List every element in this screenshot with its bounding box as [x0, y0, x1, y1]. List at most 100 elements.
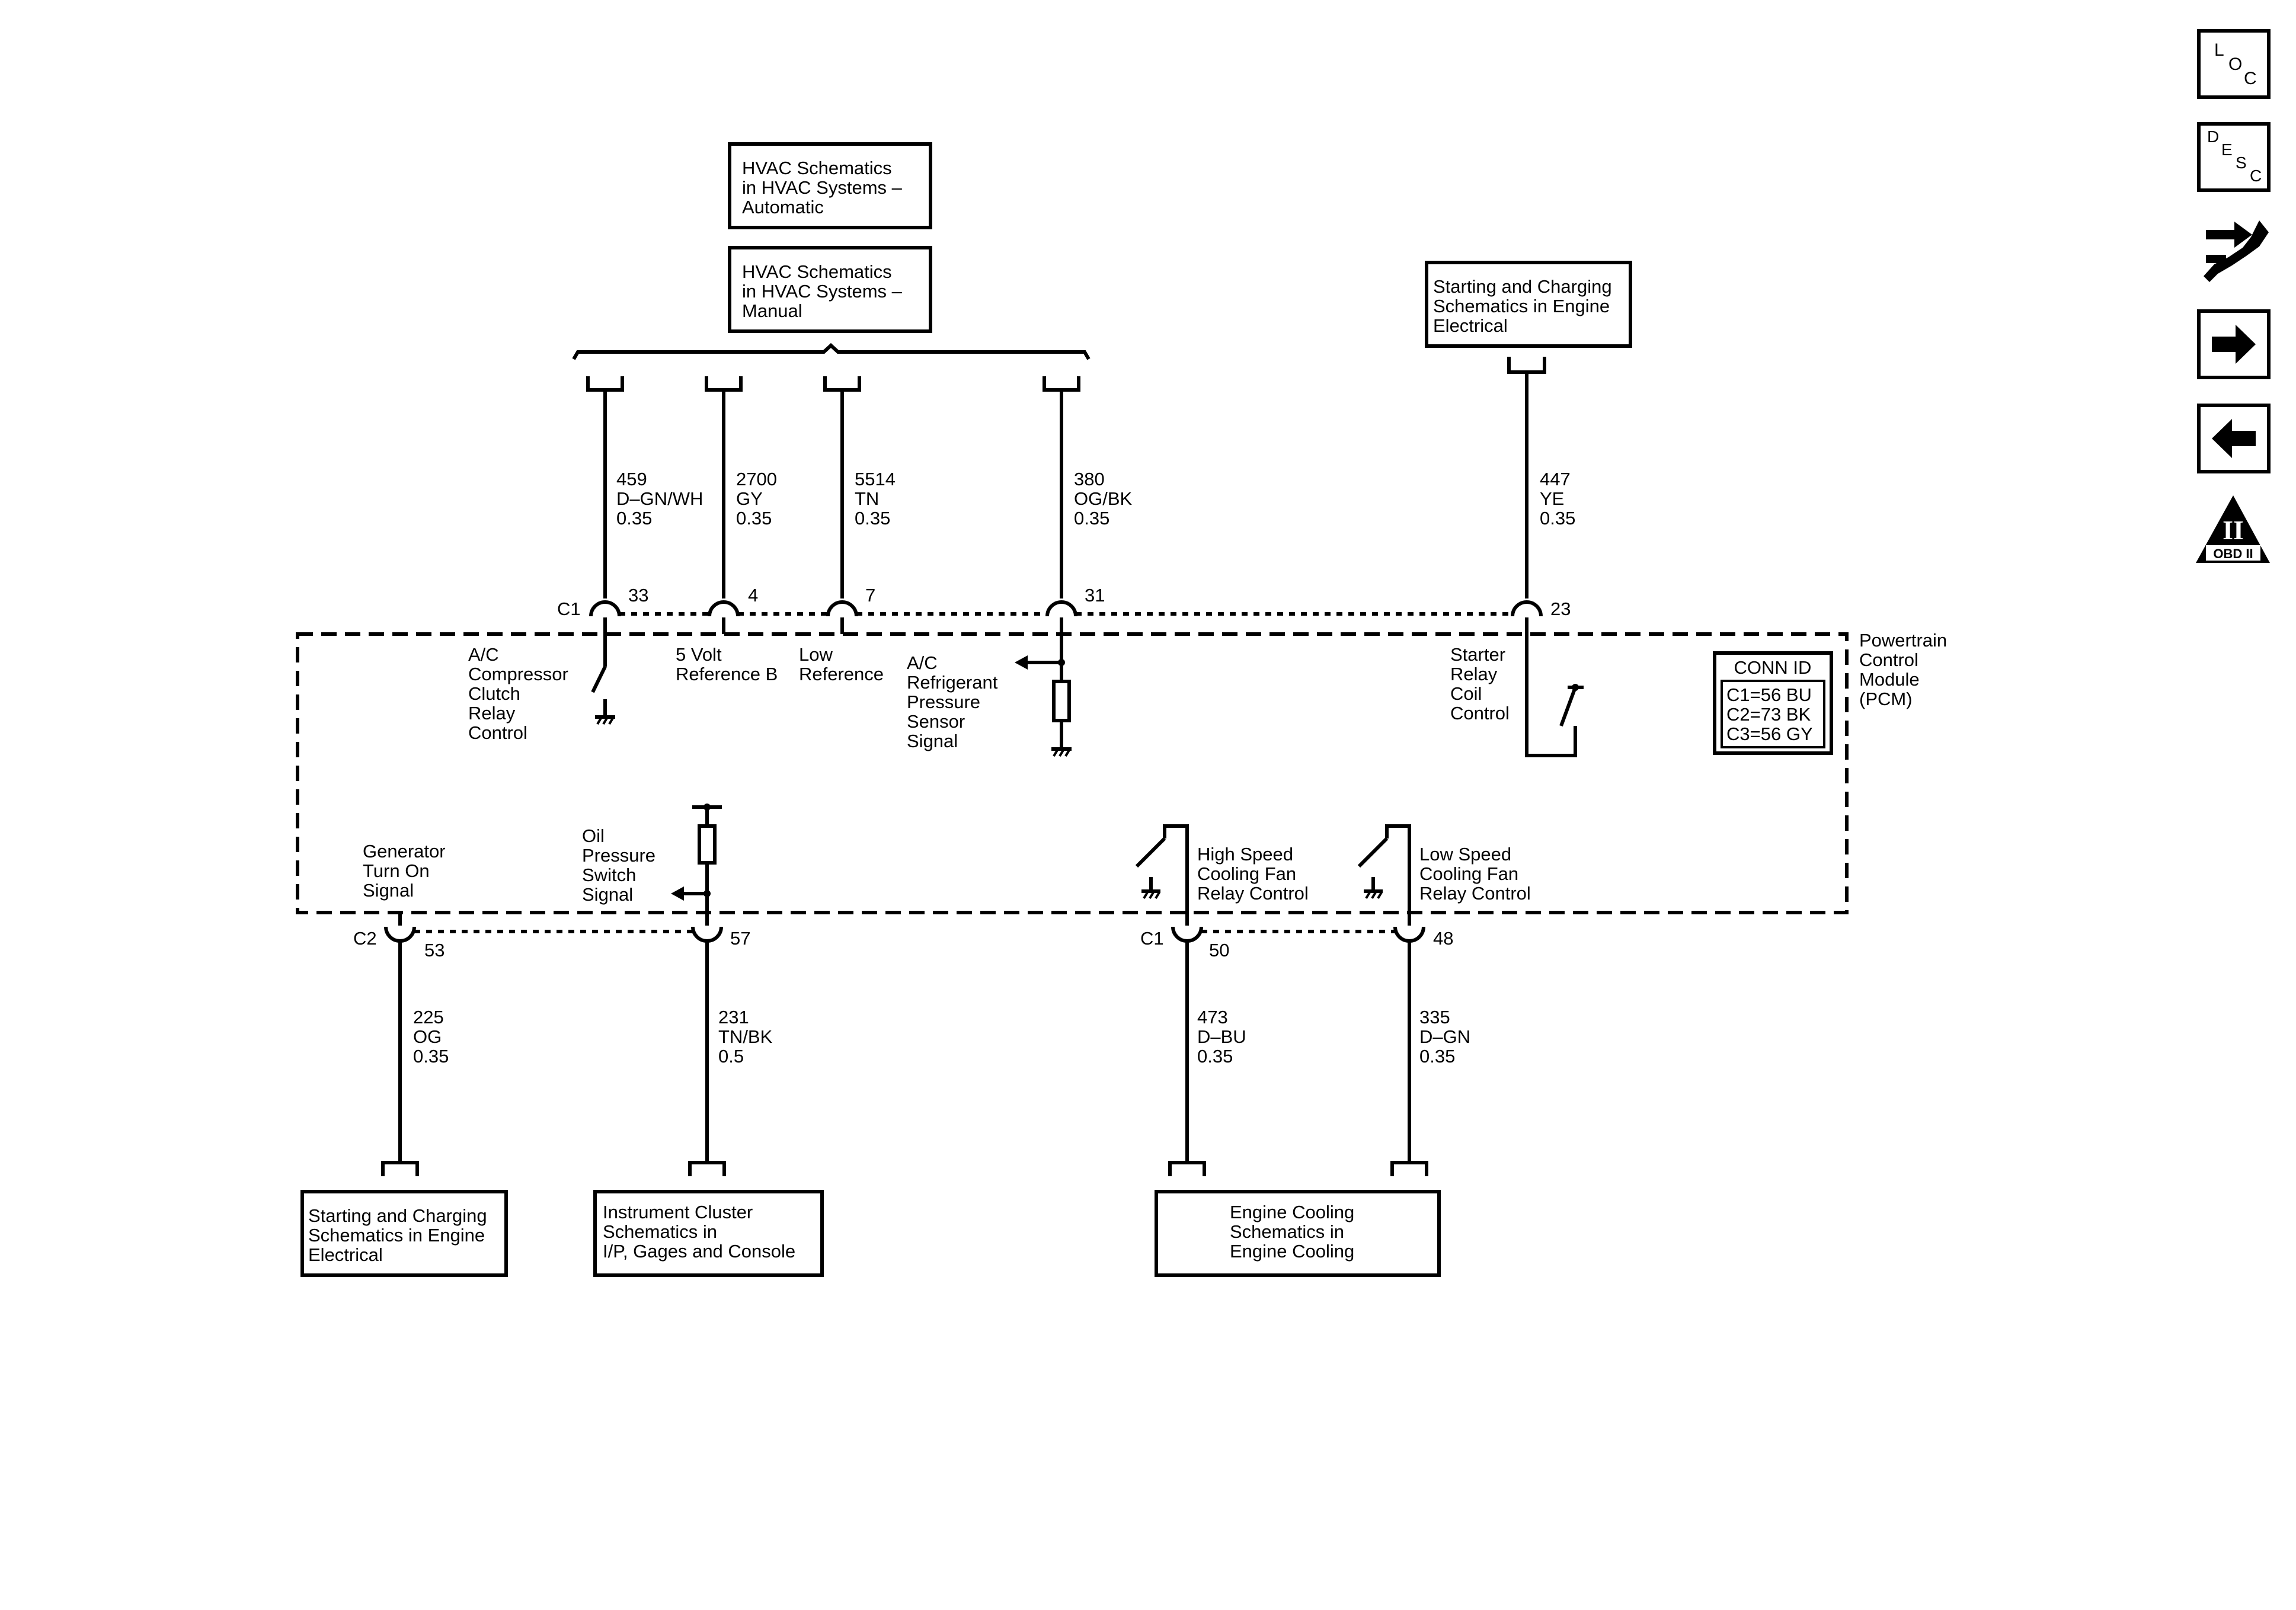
pcm-module-boundary: [296, 632, 1849, 914]
svg-text:Oil: Oil: [582, 825, 605, 846]
svg-text:Reference: Reference: [799, 664, 884, 684]
svg-text:Turn On: Turn On: [363, 860, 430, 881]
svg-text:0.35: 0.35: [1074, 508, 1109, 529]
next-page-button[interactable]: [2197, 309, 2271, 379]
svg-text:Cooling Fan: Cooling Fan: [1197, 863, 1296, 884]
obd-numeral: II: [2223, 515, 2244, 545]
svg-text:Relay Control: Relay Control: [1419, 883, 1531, 904]
five-volt-reference-label: 5 Volt Reference B: [676, 644, 778, 684]
svg-text:Signal: Signal: [907, 731, 958, 751]
engine-cooling-line-1: Engine Cooling: [1230, 1202, 1354, 1222]
pin-4: 4: [748, 585, 758, 606]
hvac-manual-line-2: in HVAC Systems –: [742, 281, 903, 302]
top-wires: [603, 372, 1528, 598]
svg-text:Relay: Relay: [1450, 664, 1498, 684]
svg-text:Reference B: Reference B: [676, 664, 778, 684]
svg-text:0.35: 0.35: [1419, 1046, 1455, 1067]
svg-text:0.35: 0.35: [413, 1046, 449, 1067]
svg-text:Compressor: Compressor: [468, 664, 568, 684]
svg-text:Pressure: Pressure: [582, 845, 655, 866]
starting-charging-reference-bottom[interactable]: Starting and Charging Schematics in Engi…: [300, 1190, 508, 1277]
hvac-automatic-reference[interactable]: HVAC Schematics in HVAC Systems – Automa…: [728, 142, 932, 229]
pin-48: 48: [1433, 928, 1453, 949]
svg-text:Control: Control: [468, 722, 527, 743]
svg-text:Low Speed: Low Speed: [1419, 844, 1511, 865]
instrument-cluster-line-1: Instrument Cluster: [603, 1202, 753, 1222]
obd-ii-button[interactable]: II OBD II: [2196, 495, 2270, 563]
svg-text:OG/BK: OG/BK: [1074, 488, 1133, 509]
svg-text:Generator: Generator: [363, 841, 446, 862]
conn-id-row-c2: C2=73 BK: [1726, 704, 1811, 725]
description-button[interactable]: D E S C: [2197, 122, 2271, 192]
svg-text:D–GN/WH: D–GN/WH: [616, 488, 703, 509]
svg-text:A/C: A/C: [907, 652, 938, 673]
svg-text:A/C: A/C: [468, 644, 499, 665]
previous-page-button[interactable]: [2197, 404, 2271, 473]
svg-text:D–BU: D–BU: [1197, 1026, 1246, 1047]
starting-charging-top-line-3: Electrical: [1433, 315, 1508, 336]
wire-label-335: 335 D–GN 0.35: [1419, 1007, 1470, 1067]
svg-text:TN/BK: TN/BK: [718, 1026, 773, 1047]
loc-letter-l: L: [2214, 40, 2224, 60]
wire-label-225: 225 OG 0.35: [413, 1007, 449, 1067]
conn-id-box: CONN ID C1=56 BU C2=73 BK C3=56 GY: [1713, 651, 1833, 755]
svg-text:Relay: Relay: [468, 703, 516, 724]
svg-text:High Speed: High Speed: [1197, 844, 1293, 865]
wire-label-2700: 2700 GY 0.35: [736, 469, 777, 529]
svg-text:Coil: Coil: [1450, 683, 1482, 704]
bottom-stub-connectors: [381, 1161, 1428, 1176]
ac-pressure-sensor-circuit: [1015, 634, 1072, 757]
svg-text:5514: 5514: [855, 469, 896, 489]
high-speed-fan-label: High Speed Cooling Fan Relay Control: [1197, 844, 1309, 904]
oil-pressure-function-label: Oil Pressure Switch Signal: [582, 825, 655, 905]
svg-text:2700: 2700: [736, 469, 777, 489]
svg-text:447: 447: [1540, 469, 1571, 489]
wire-label-231: 231 TN/BK 0.5: [718, 1007, 773, 1067]
svg-text:0.35: 0.35: [855, 508, 890, 529]
arrow-left-icon: [2212, 419, 2256, 458]
hvac-automatic-line-1: HVAC Schematics: [742, 158, 892, 178]
conn-id-title: CONN ID: [1734, 657, 1812, 678]
hvac-automatic-line-3: Automatic: [742, 197, 824, 217]
svg-text:5 Volt: 5 Volt: [676, 644, 722, 665]
svg-text:GY: GY: [736, 488, 763, 509]
hvac-manual-line-3: Manual: [742, 300, 802, 321]
desc-letter-e: E: [2221, 140, 2233, 159]
instrument-cluster-reference[interactable]: Instrument Cluster Schematics in I/P, Ga…: [593, 1190, 824, 1277]
hvac-manual-line-1: HVAC Schematics: [742, 261, 892, 282]
instrument-cluster-line-3: I/P, Gages and Console: [603, 1241, 795, 1262]
bottom-terminals: [384, 913, 1425, 943]
pcm-module-label: Powertrain Control Module (PCM): [1859, 630, 1947, 709]
engine-cooling-reference[interactable]: Engine Cooling Schematics in Engine Cool…: [1155, 1190, 1441, 1277]
hvac-brace: [572, 343, 1091, 360]
svg-text:Low: Low: [799, 644, 833, 665]
svg-text:Cooling Fan: Cooling Fan: [1419, 863, 1518, 884]
wire-label-380: 380 OG/BK 0.35: [1074, 469, 1133, 529]
svg-text:Control: Control: [1450, 703, 1510, 724]
bottom-wires: [398, 941, 1411, 1163]
svg-text:225: 225: [413, 1007, 444, 1028]
svg-text:YE: YE: [1540, 488, 1564, 509]
svg-text:Switch: Switch: [582, 865, 636, 885]
pin-50: 50: [1209, 940, 1229, 961]
hvac-automatic-line-2: in HVAC Systems –: [742, 177, 903, 198]
top-stub-connectors: [586, 357, 1546, 392]
engine-cooling-line-2: Schematics in: [1230, 1221, 1344, 1242]
starter-relay-switch: [1525, 634, 1584, 757]
svg-text:Signal: Signal: [582, 884, 633, 905]
svg-text:TN: TN: [855, 488, 879, 509]
connector-c1-bottom: C1: [1140, 928, 1164, 949]
svg-text:Pressure: Pressure: [907, 692, 980, 712]
wire-label-459: 459 D–GN/WH 0.35: [616, 469, 703, 529]
starting-charging-reference-top[interactable]: Starting and Charging Schematics in Engi…: [1425, 261, 1632, 348]
pin-7: 7: [865, 585, 875, 606]
loc-letter-c: C: [2244, 69, 2257, 88]
location-button[interactable]: L O C: [2197, 29, 2271, 99]
wire-label-5514: 5514 TN 0.35: [855, 469, 896, 529]
svg-text:Powertrain: Powertrain: [1859, 630, 1947, 651]
hvac-manual-reference[interactable]: HVAC Schematics in HVAC Systems – Manual: [728, 246, 932, 333]
svg-text:0.35: 0.35: [1540, 508, 1575, 529]
repair-tool-icon[interactable]: [2204, 220, 2269, 282]
ac-clutch-function-label: A/C Compressor Clutch Relay Control: [468, 644, 568, 743]
pin-53: 53: [424, 940, 445, 961]
